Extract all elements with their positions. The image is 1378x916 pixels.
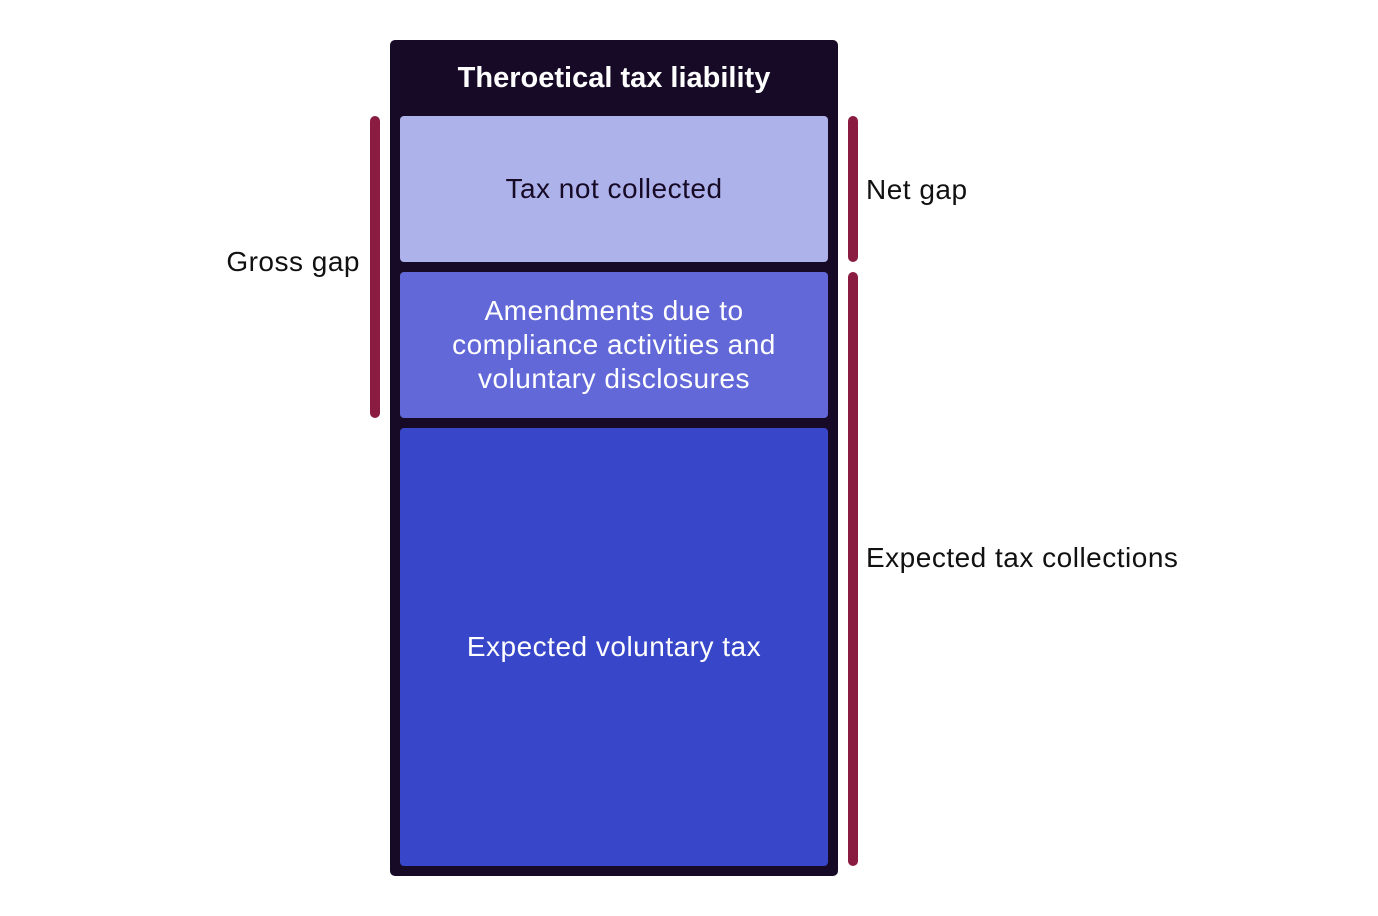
net-gap-label: Net gap	[866, 174, 968, 205]
gross-gap-label: Gross gap	[226, 246, 360, 277]
expected-voluntary-tax-block: Expected voluntary tax	[400, 428, 828, 866]
gross-gap-bracket	[370, 116, 380, 418]
amendments-block: Amendments due to compliance activities …	[400, 272, 828, 418]
expected-voluntary-tax-label: Expected voluntary tax	[466, 631, 762, 662]
tax-not-collected-block: Tax not collected	[400, 116, 828, 262]
tax-not-collected-label: Tax not collected	[505, 173, 723, 204]
diagram-title: Theroetical tax liability	[457, 62, 771, 94]
expected-collections-bracket	[848, 272, 858, 866]
expected-collections-label: Expected tax collections	[866, 542, 1179, 573]
amendments-label: Amendments due to compliance activities …	[452, 295, 776, 394]
net-gap-bracket	[848, 116, 858, 262]
